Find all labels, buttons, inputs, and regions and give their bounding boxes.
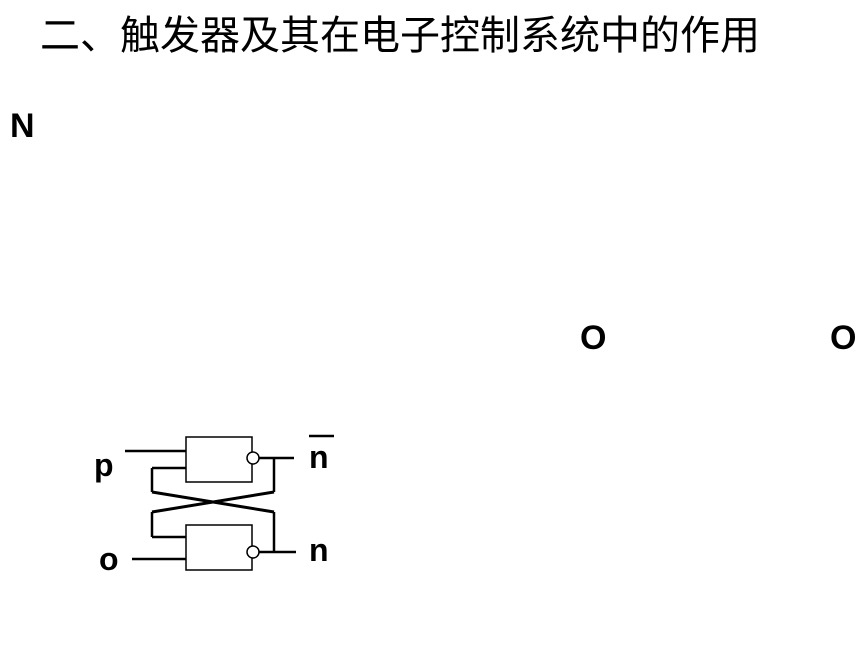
input-p-label: p bbox=[94, 447, 114, 483]
output-top-label: n bbox=[309, 439, 329, 475]
letter-o-right: O bbox=[830, 319, 857, 357]
slide-title: 二、触发器及其在电子控制系统中的作用 bbox=[40, 13, 760, 59]
top-gate bbox=[185, 436, 253, 483]
bottom-gate bbox=[185, 524, 253, 571]
input-o-label: o bbox=[99, 541, 119, 577]
letter-o-middle: O bbox=[580, 319, 607, 357]
latch-circuit-svg: p o n n bbox=[94, 434, 334, 577]
output-bottom-label: n bbox=[309, 532, 329, 568]
cross-line-up bbox=[151, 490, 275, 514]
letter-n: N bbox=[10, 107, 35, 145]
latch-diagram: p o n n bbox=[80, 420, 380, 600]
bottom-inverter-bubble bbox=[246, 545, 260, 559]
top-inverter-bubble bbox=[246, 451, 260, 465]
